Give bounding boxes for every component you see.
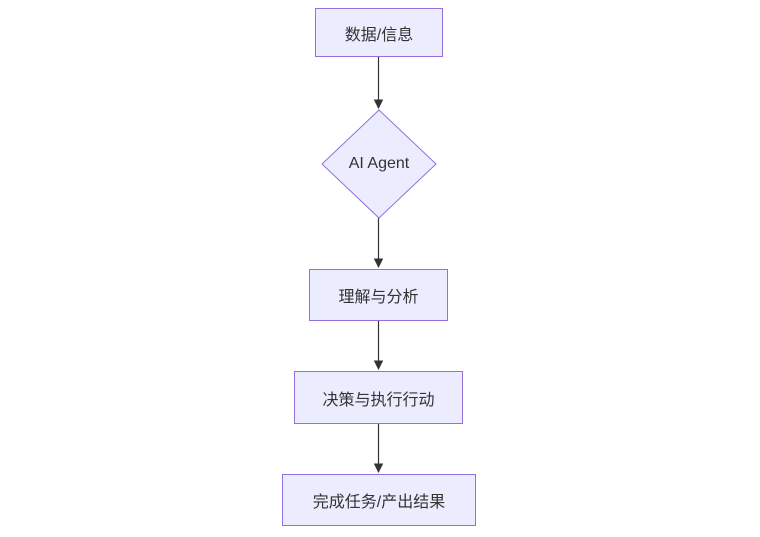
node-understand-analyze-label: 理解与分析 bbox=[338, 289, 419, 306]
node-ai-agent-diamond bbox=[321, 109, 437, 219]
node-data-info: 数据/信息 bbox=[315, 8, 443, 57]
node-data-info-label: 数据/信息 bbox=[344, 26, 414, 44]
node-complete-task-output-label: 完成任务/产出结果 bbox=[312, 494, 446, 511]
node-understand-analyze: 理解与分析 bbox=[309, 269, 448, 321]
node-decide-execute: 决策与执行行动 bbox=[294, 371, 463, 424]
node-ai-agent-label: AI Agent bbox=[348, 155, 410, 172]
node-complete-task-output: 完成任务/产出结果 bbox=[282, 474, 476, 526]
node-decide-execute-label: 决策与执行行动 bbox=[322, 391, 435, 409]
node-ai-agent-label-box: AI Agent bbox=[319, 150, 439, 178]
